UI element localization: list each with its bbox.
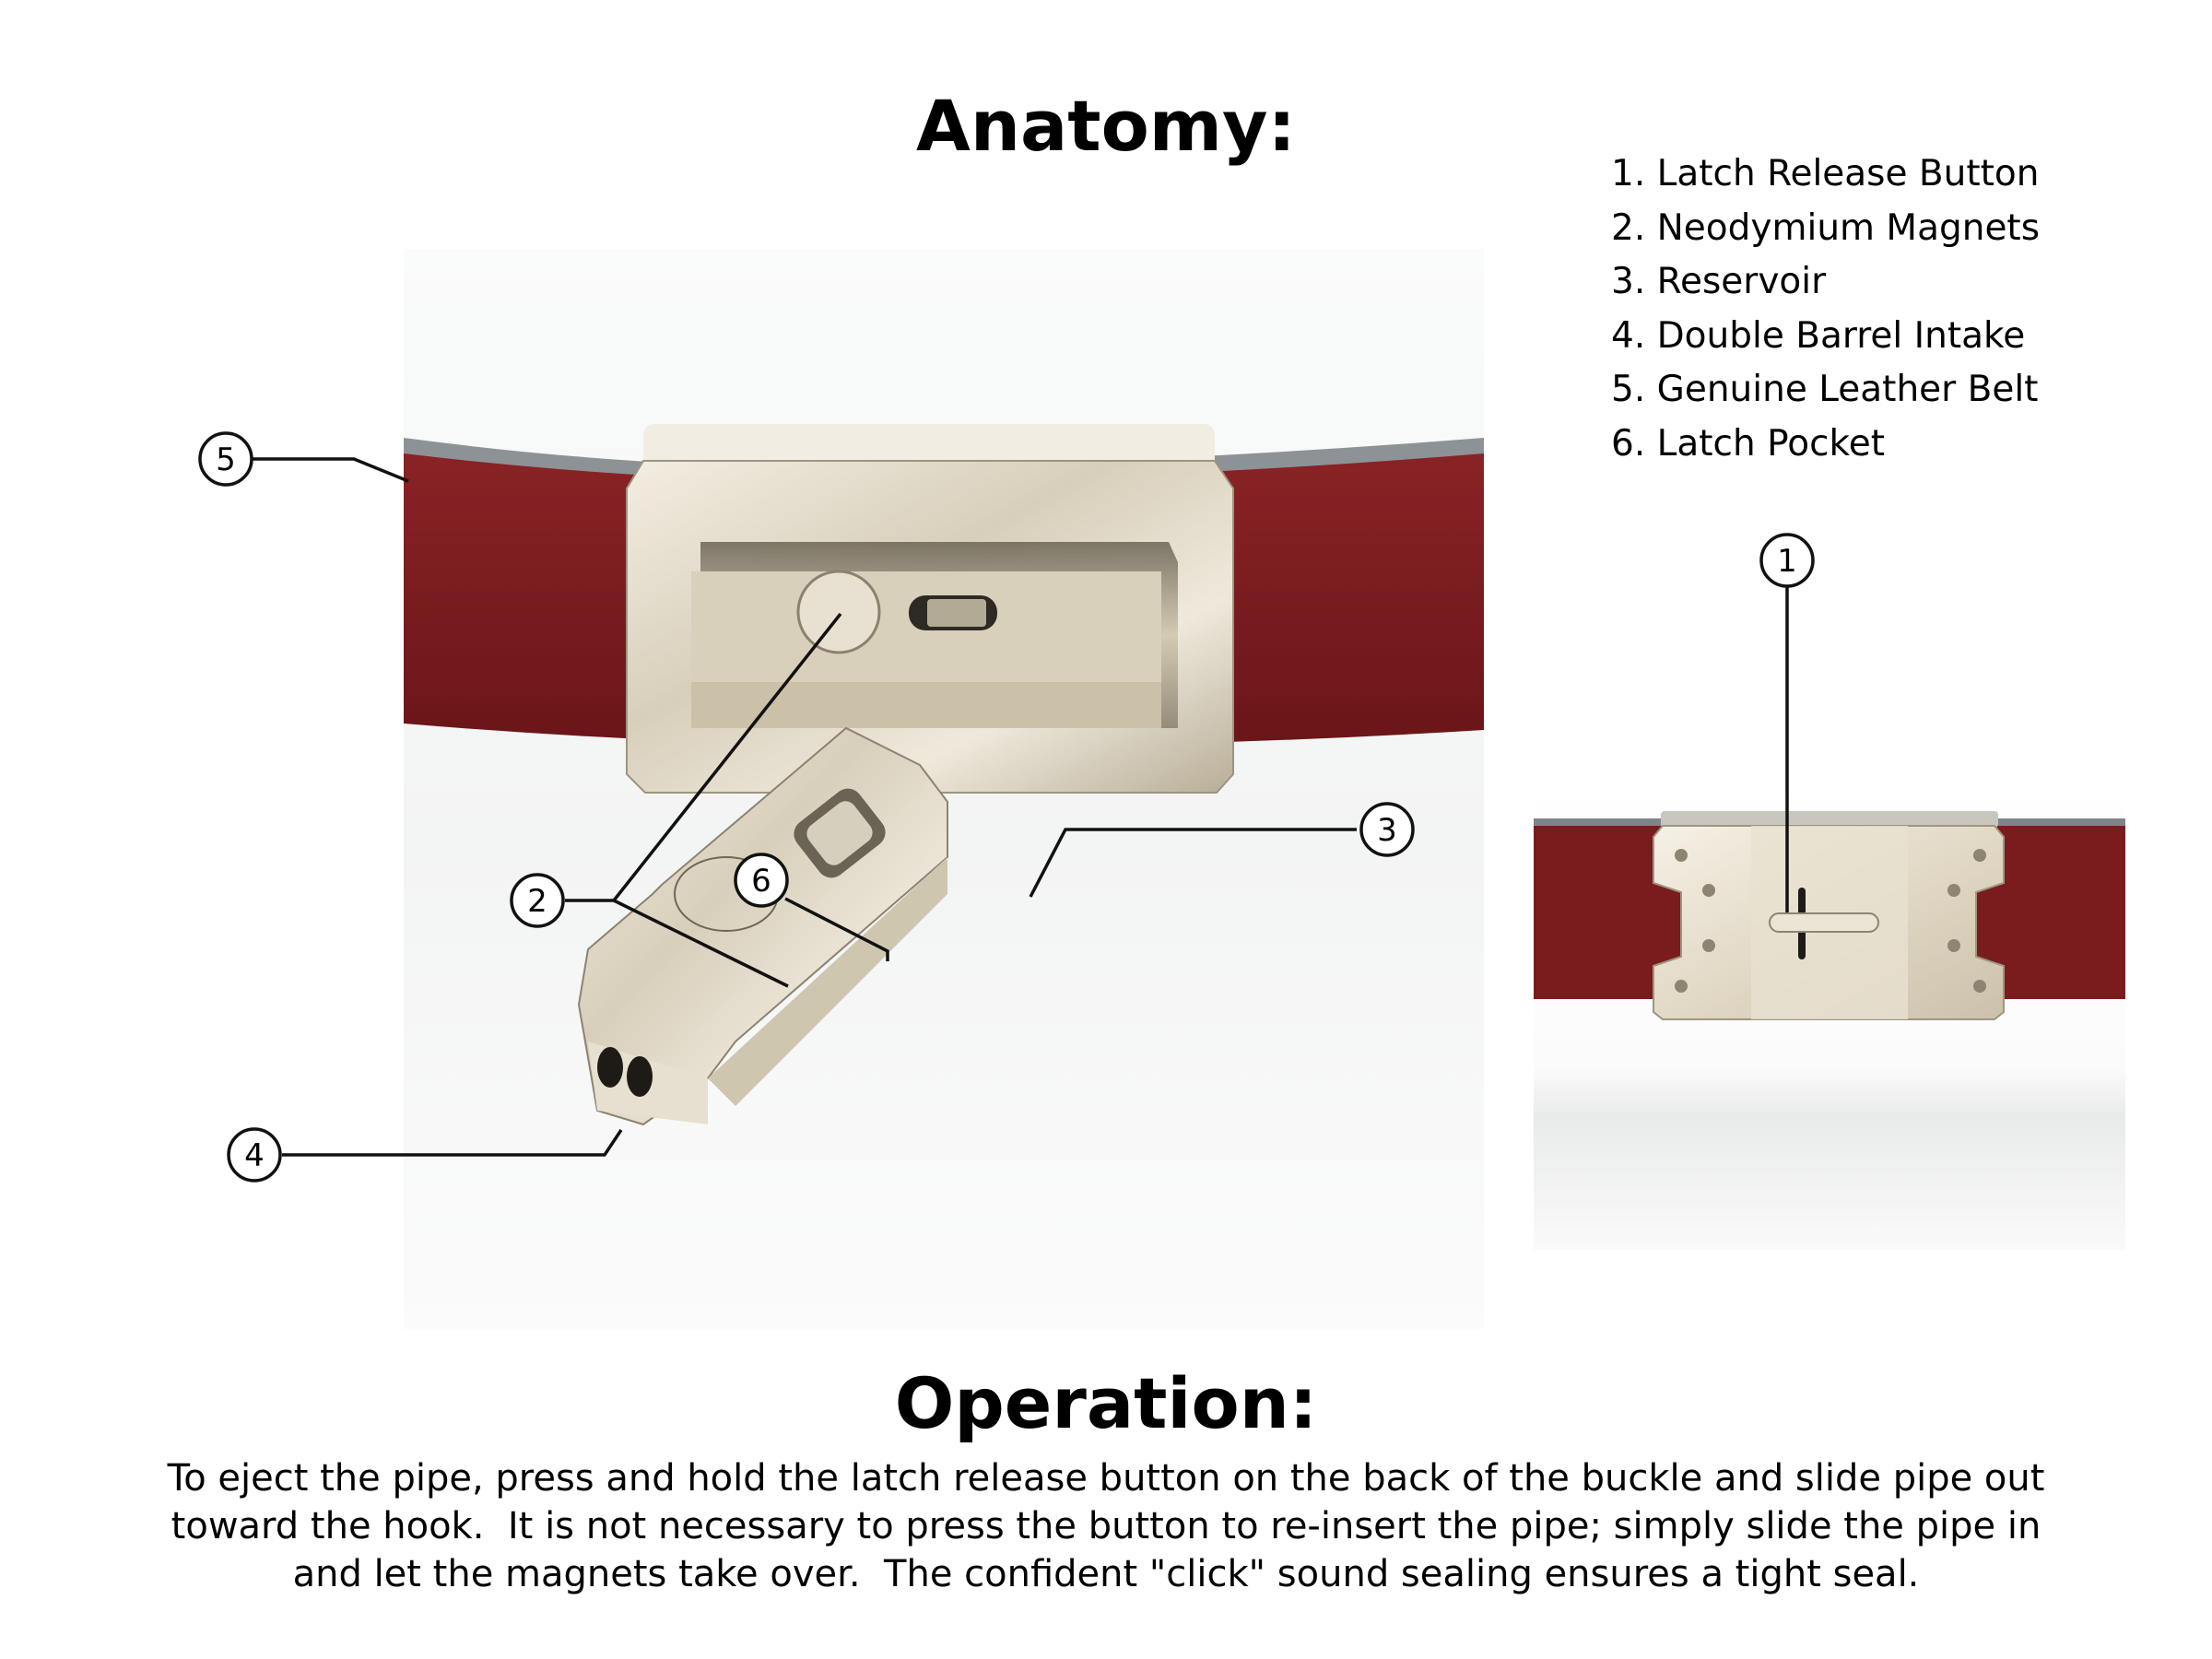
callout-5-label: 5 bbox=[216, 441, 236, 478]
anatomy-heading: Anatomy: bbox=[916, 85, 1296, 167]
legend-label: Genuine Leather Belt bbox=[1656, 369, 2039, 410]
legend-item-neodymium-magnets: 2. Neodymium Magnets bbox=[1611, 202, 2040, 256]
legend-item-latch-release-button: 1. Latch Release Button bbox=[1611, 147, 2040, 202]
parts-legend: 1. Latch Release Button 2. Neodymium Mag… bbox=[1611, 147, 2040, 471]
buckle-front-photo bbox=[404, 249, 1484, 1329]
buckle-back-photo bbox=[1534, 772, 2125, 1250]
legend-label: Neodymium Magnets bbox=[1656, 206, 2041, 249]
operation-line-2: toward the hook. It is not necessary to … bbox=[171, 1505, 2041, 1547]
callout-1: 1 bbox=[1759, 533, 1815, 588]
legend-item-latch-pocket: 6. Latch Pocket bbox=[1611, 418, 2040, 472]
operation-line-1: To eject the pipe, press and hold the la… bbox=[167, 1457, 2045, 1500]
legend-number: 2. bbox=[1611, 206, 1646, 249]
legend-item-double-barrel-intake: 4. Double Barrel Intake bbox=[1611, 310, 2040, 364]
legend-label: Latch Pocket bbox=[1656, 422, 1886, 465]
legend-number: 1. bbox=[1611, 153, 1646, 194]
callout-4-label: 4 bbox=[244, 1137, 265, 1174]
operation-description: To eject the pipe, press and hold the la… bbox=[92, 1454, 2120, 1598]
operation-line-3: and let the magnets take over. The confi… bbox=[292, 1553, 1920, 1595]
legend-label: Latch Release Button bbox=[1656, 153, 2040, 194]
callout-5: 5 bbox=[198, 431, 253, 487]
legend-label: Reservoir bbox=[1656, 261, 1827, 302]
legend-item-reservoir: 3. Reservoir bbox=[1611, 255, 2040, 310]
legend-label: Double Barrel Intake bbox=[1656, 314, 2026, 357]
operation-heading: Operation: bbox=[894, 1362, 1318, 1444]
legend-number: 3. bbox=[1611, 261, 1646, 302]
legend-number: 5. bbox=[1611, 369, 1646, 410]
legend-number: 4. bbox=[1611, 314, 1646, 357]
callout-1-label: 1 bbox=[1777, 543, 1797, 580]
legend-item-genuine-leather-belt: 5. Genuine Leather Belt bbox=[1611, 363, 2040, 418]
callout-4: 4 bbox=[227, 1127, 282, 1182]
legend-number: 6. bbox=[1611, 422, 1646, 465]
